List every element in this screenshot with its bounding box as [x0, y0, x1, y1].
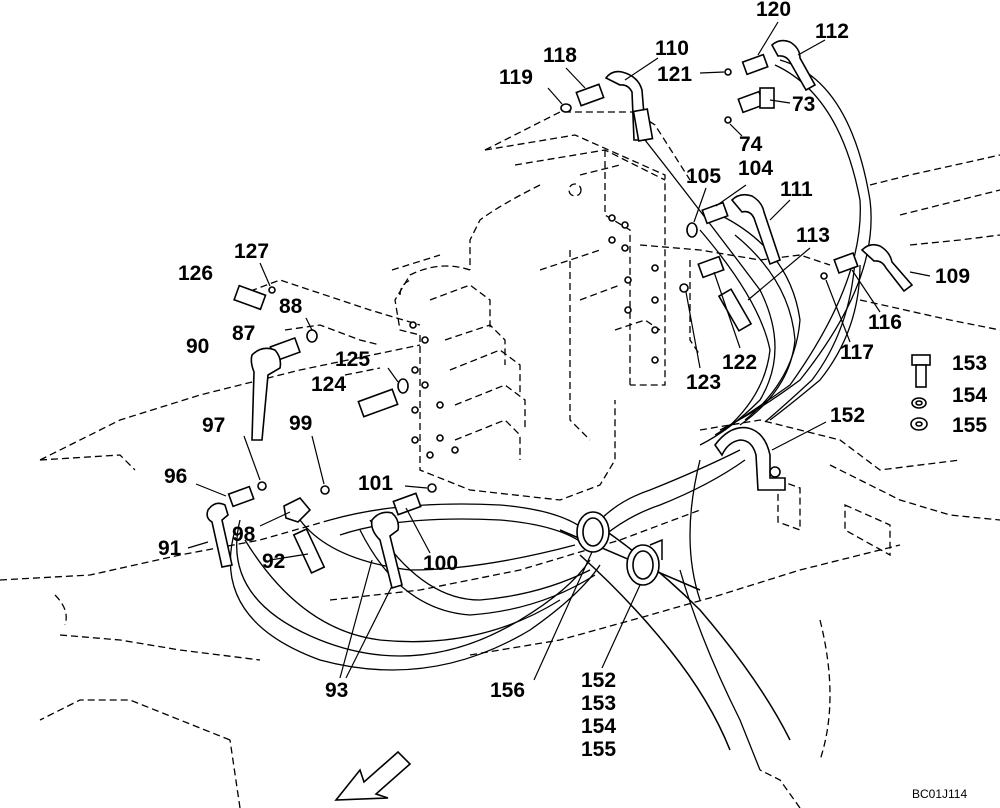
bolt-153	[911, 354, 931, 388]
leader-lines	[187, 21, 931, 681]
callout-116: 116	[868, 311, 902, 334]
callout-labels: 120 112 110 118 119 121 73 74 105 104 11…	[158, 0, 987, 761]
callout-90: 90	[186, 335, 209, 358]
callout-99: 99	[289, 412, 312, 435]
callout-105: 105	[686, 165, 721, 188]
callout-92: 92	[262, 550, 285, 573]
frame-outline	[0, 154, 1000, 808]
washer-154	[911, 397, 927, 409]
callout-117: 117	[840, 341, 874, 364]
callout-87: 87	[232, 322, 255, 345]
callout-stack-154: 154	[581, 715, 616, 738]
callout-120: 120	[756, 0, 791, 21]
callout-91: 91	[158, 537, 182, 560]
callout-124: 124	[311, 373, 346, 396]
callout-74: 74	[739, 133, 763, 156]
valve-ports	[409, 214, 659, 459]
grommet-156	[576, 511, 610, 553]
callout-122: 122	[722, 351, 757, 374]
callout-119: 119	[499, 66, 533, 89]
callout-127: 127	[234, 240, 269, 263]
callout-113: 113	[796, 224, 830, 247]
callout-125: 125	[335, 348, 370, 371]
drawing-code: BC01J114	[912, 787, 967, 801]
callout-111: 111	[780, 178, 813, 201]
hose-lines	[229, 59, 872, 771]
callout-155: 155	[952, 414, 987, 437]
callout-97: 97	[202, 414, 225, 437]
callout-152: 152	[830, 404, 865, 427]
callout-153: 153	[952, 352, 987, 375]
washer-155	[910, 417, 928, 431]
fittings	[206, 39, 914, 590]
callout-110: 110	[655, 37, 689, 60]
callout-96: 96	[164, 465, 187, 488]
callout-118: 118	[543, 44, 577, 67]
callout-101: 101	[358, 472, 393, 495]
callout-100: 100	[423, 552, 458, 575]
callout-156: 156	[490, 679, 525, 702]
grommet-152	[626, 538, 663, 586]
callout-88: 88	[279, 295, 303, 318]
control-valve-outline	[391, 134, 666, 501]
callout-stack-153: 153	[581, 692, 616, 715]
callout-93: 93	[325, 679, 348, 702]
callout-98: 98	[232, 523, 256, 546]
clamp-152	[714, 426, 786, 491]
direction-arrow-icon	[334, 750, 412, 801]
callout-stack-155: 155	[581, 738, 616, 761]
callout-73: 73	[792, 93, 815, 116]
callout-123: 123	[686, 371, 721, 394]
callout-109: 109	[935, 265, 970, 288]
callout-121: 121	[657, 63, 692, 86]
callout-104: 104	[738, 157, 773, 180]
callout-154: 154	[952, 384, 987, 407]
callout-stack-152: 152	[581, 669, 616, 692]
callout-126: 126	[178, 262, 213, 285]
callout-112: 112	[815, 20, 849, 43]
